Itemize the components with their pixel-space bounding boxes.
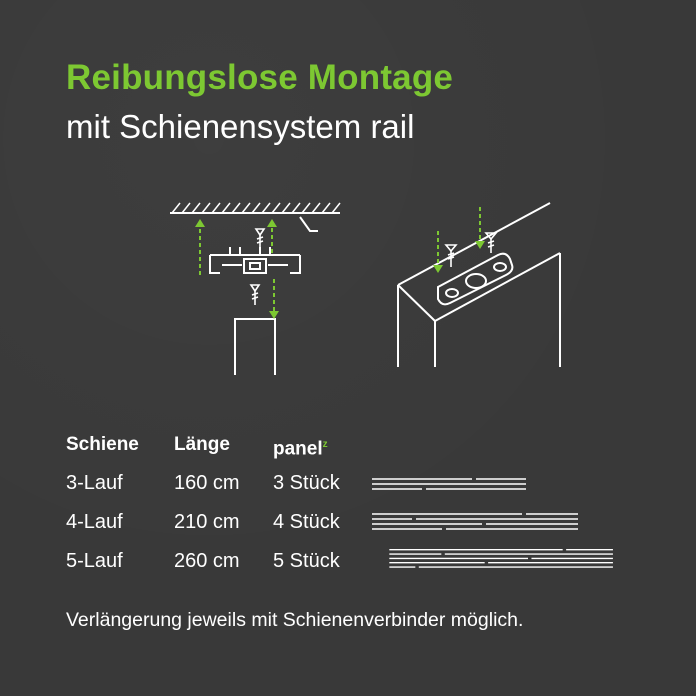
arrow-up-icon (199, 225, 273, 275)
cell-laenge: 260 cm (174, 550, 240, 572)
footer-note: Verlängerung jeweils mit Schienenverbind… (66, 609, 524, 631)
table-row: 3-Lauf 160 cm 3 Stück (66, 470, 666, 496)
table-row: 4-Lauf 210 cm 4 Stück (66, 509, 666, 535)
cell-laenge: 160 cm (174, 472, 240, 494)
rail-lanes-5-icon (389, 548, 613, 569)
cell-panel: 4 Stück (273, 511, 340, 533)
arrow-down-icon (437, 207, 481, 267)
header-panel: panelz (273, 438, 328, 460)
cell-laenge: 210 cm (174, 511, 240, 533)
cell-schiene: 5-Lauf (66, 550, 123, 572)
headline: Reibungslose Montage (66, 58, 454, 97)
cell-schiene: 4-Lauf (66, 511, 123, 533)
subheadline: mit Schienensystem rail (66, 108, 415, 145)
ceiling-mount-diagram (170, 202, 341, 375)
header-laenge: Länge (174, 434, 230, 455)
table-row: 5-Lauf 260 cm 5 Stück (66, 548, 666, 574)
header-panel-superscript: z (322, 439, 328, 450)
rail-lanes-4-icon (372, 512, 578, 531)
cell-panel: 5 Stück (273, 550, 340, 572)
screw-icon (444, 232, 498, 267)
table-header-row: Schiene Länge panelz (66, 432, 666, 459)
cell-panel: 3 Stück (273, 472, 340, 494)
screw-icon (249, 228, 266, 305)
wall-mount-diagram (397, 202, 561, 367)
rail-lanes-3-icon (372, 477, 526, 491)
cell-schiene: 3-Lauf (66, 472, 123, 494)
header-schiene: Schiene (66, 434, 139, 455)
